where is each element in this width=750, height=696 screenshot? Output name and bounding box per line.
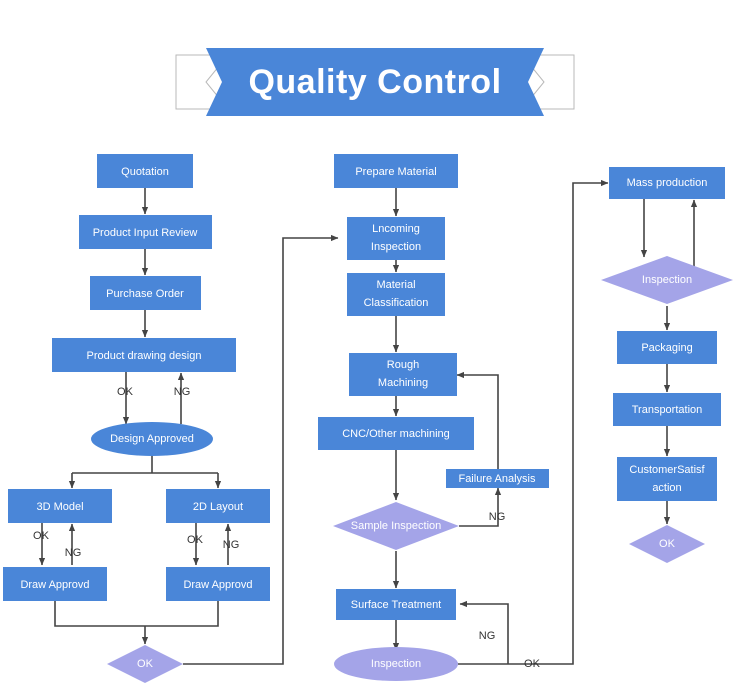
node-ok-right[interactable]: OK xyxy=(629,525,705,563)
node-product-drawing-design[interactable]: Product drawing design xyxy=(52,338,236,372)
edge-label-design-ok: OK xyxy=(117,386,134,398)
edge-ok-to-incoming-inspection xyxy=(183,234,339,665)
edge-label-design-ng: NG xyxy=(174,386,191,398)
node-customer-satisfaction-label-line2: action xyxy=(652,482,681,494)
edge-inspection-ng-to-surface xyxy=(459,600,509,664)
node-draw-approvd-left-label: Draw Approvd xyxy=(20,579,89,591)
node-inspection-right-label: Inspection xyxy=(642,274,692,286)
node-material-classification[interactable]: Material Classification xyxy=(347,273,445,316)
lane-production: Prepare Material Lncoming Inspection Mat… xyxy=(318,154,549,681)
node-design-approved[interactable]: Design Approved xyxy=(91,422,213,456)
edge-label-3dmodel-ok: OK xyxy=(33,530,50,542)
title-banner: Quality Control xyxy=(0,48,750,116)
edge-drawright-to-join xyxy=(145,601,219,627)
node-inspection-right[interactable]: Inspection xyxy=(601,256,733,304)
node-inspection-mid-label: Inspection xyxy=(371,658,421,670)
edge-drawleft-to-join xyxy=(54,601,145,627)
edge-failure-to-rough xyxy=(456,371,499,469)
node-quotation[interactable]: Quotation xyxy=(97,154,193,188)
node-surface-treatment-label: Surface Treatment xyxy=(351,599,442,611)
node-sample-inspection[interactable]: Sample Inspection xyxy=(333,502,459,550)
node-rough-machining-label-line2: Machining xyxy=(378,377,428,389)
node-cnc-other-machining[interactable]: CNC/Other machining xyxy=(318,417,474,450)
edge-label-inspection-ok: OK xyxy=(524,658,541,670)
edge-label-layer: OK NG OK NG OK NG NG NG OK xyxy=(33,386,541,670)
node-draw-approvd-right[interactable]: Draw Approvd xyxy=(166,567,270,601)
edge-layer xyxy=(38,179,698,665)
node-failure-analysis-label: Failure Analysis xyxy=(458,473,536,485)
node-3d-model-label: 3D Model xyxy=(36,501,83,513)
node-inspection-mid[interactable]: Inspection xyxy=(334,647,458,681)
node-draw-approvd-right-label: Draw Approvd xyxy=(183,579,252,591)
edge-label-inspection-ng: NG xyxy=(479,630,496,642)
node-ok-right-label: OK xyxy=(659,538,676,550)
node-mass-production-label: Mass production xyxy=(627,177,708,189)
node-prepare-material-label: Prepare Material xyxy=(355,166,436,178)
node-transportation[interactable]: Transportation xyxy=(613,393,721,426)
node-draw-approvd-left[interactable]: Draw Approvd xyxy=(3,567,107,601)
node-ok-design-label: OK xyxy=(137,658,154,670)
node-transportation-label: Transportation xyxy=(632,404,703,416)
edge-inspection-ok-to-mass-production xyxy=(553,179,609,665)
lane-design: Quotation Product Input Review Purchase … xyxy=(3,154,270,683)
node-purchase-order[interactable]: Purchase Order xyxy=(90,276,201,310)
node-product-drawing-design-label: Product drawing design xyxy=(87,350,202,362)
node-customer-satisfaction-label-line1: CustomerSatisf xyxy=(629,464,705,476)
ribbon-body xyxy=(206,48,544,116)
node-product-input-review[interactable]: Product Input Review xyxy=(79,215,212,249)
node-purchase-order-label: Purchase Order xyxy=(106,288,184,300)
edge-label-2dlayout-ok: OK xyxy=(187,534,204,546)
node-material-classification-label-line1: Material xyxy=(376,279,415,291)
node-rough-machining-label-line1: Rough xyxy=(387,359,419,371)
edge-label-2dlayout-ng: NG xyxy=(223,539,240,551)
node-2d-layout-label: 2D Layout xyxy=(193,501,243,513)
node-sample-inspection-label: Sample Inspection xyxy=(351,520,442,532)
node-quotation-label: Quotation xyxy=(121,166,169,178)
node-product-input-review-label: Product Input Review xyxy=(93,227,198,239)
node-rough-machining[interactable]: Rough Machining xyxy=(349,353,457,396)
node-failure-analysis[interactable]: Failure Analysis xyxy=(446,469,549,488)
node-surface-treatment[interactable]: Surface Treatment xyxy=(336,589,456,620)
node-material-classification-label-line2: Classification xyxy=(364,297,429,309)
edge-label-3dmodel-ng: NG xyxy=(65,547,82,559)
lane-delivery: Mass production Inspection Packaging Tra… xyxy=(601,167,733,563)
edge-sample-ng-to-failure xyxy=(459,487,502,527)
node-incoming-inspection-label-line1: Lncoming xyxy=(372,223,420,235)
node-incoming-inspection[interactable]: Lncoming Inspection xyxy=(347,217,445,260)
node-incoming-inspection-label-line2: Inspection xyxy=(371,241,421,253)
node-cnc-other-machining-label: CNC/Other machining xyxy=(342,428,450,440)
node-ok-design[interactable]: OK xyxy=(107,645,183,683)
node-packaging-label: Packaging xyxy=(641,342,692,354)
edge-label-sample-ng: NG xyxy=(489,511,506,523)
node-3d-model[interactable]: 3D Model xyxy=(8,489,112,523)
node-design-approved-label: Design Approved xyxy=(110,433,194,445)
page-title: Quality Control xyxy=(248,63,501,101)
node-mass-production[interactable]: Mass production xyxy=(609,167,725,199)
node-prepare-material[interactable]: Prepare Material xyxy=(334,154,458,188)
node-2d-layout[interactable]: 2D Layout xyxy=(166,489,270,523)
node-packaging[interactable]: Packaging xyxy=(617,331,717,364)
node-customer-satisfaction[interactable]: CustomerSatisf action xyxy=(617,457,717,501)
